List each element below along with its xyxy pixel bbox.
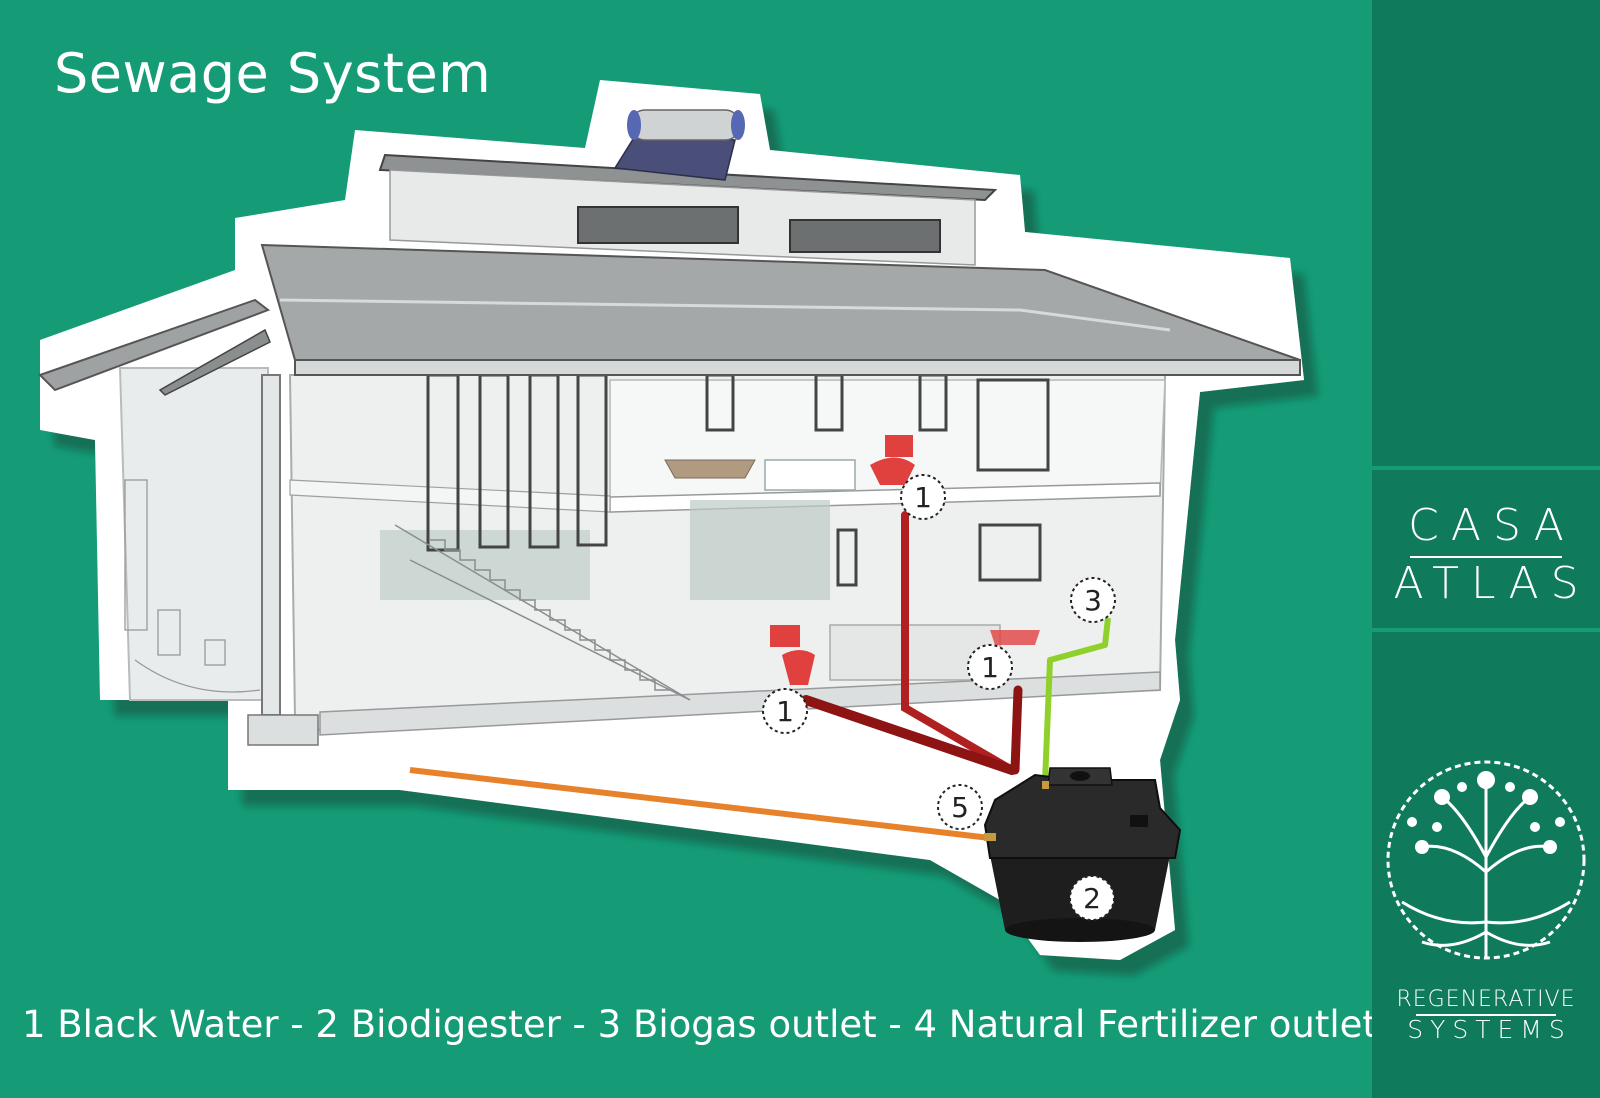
marker-five: 5 <box>937 784 983 830</box>
house-body <box>118 367 1167 746</box>
marker-biodigester: 2 <box>1069 875 1115 921</box>
brand-name-line2: ATLAS <box>1393 558 1591 609</box>
page-title: Sewage System <box>54 42 492 105</box>
svg-text:1: 1 <box>914 481 932 514</box>
brand-tagline-line2: SYSTEMS <box>1407 1015 1572 1044</box>
marker-black-water-lower: 1 <box>762 688 808 734</box>
brand-sidebar: CASA ATLAS <box>1372 0 1600 1098</box>
brand-rule <box>1410 556 1562 558</box>
svg-text:3: 3 <box>1084 584 1102 617</box>
solar-water-heater-icon <box>613 109 745 181</box>
biogas-pipe <box>1042 617 1111 783</box>
svg-text:1: 1 <box>776 695 794 728</box>
brand-name-line1: CASA <box>1408 500 1576 551</box>
kitchen-sink <box>990 630 1040 645</box>
legend-caption: 1 Black Water - 2 Biodigester - 3 Biogas… <box>22 1003 1377 1046</box>
marker-black-water-middle: 1 <box>967 644 1013 690</box>
sidebar-divider-top <box>1372 466 1600 470</box>
lower-wing-roof <box>38 298 271 392</box>
svg-text:5: 5 <box>951 791 969 824</box>
brand-tagline-line1: REGENERATIVE <box>1396 987 1576 1012</box>
sidebar-divider-bottom <box>1372 628 1600 632</box>
main-roof <box>260 243 1301 376</box>
tagline-rule <box>1416 1014 1556 1016</box>
house-cutaway-illustration: 1 3 1 1 5 2 <box>38 80 1304 960</box>
fertilizer-pipe <box>409 767 991 841</box>
black-water-pipes <box>801 511 1023 775</box>
marker-biogas-outlet: 3 <box>1070 577 1116 623</box>
toilet-icon <box>870 435 915 485</box>
svg-text:1: 1 <box>981 651 999 684</box>
toilet-icon <box>770 625 815 685</box>
svg-text:2: 2 <box>1083 882 1101 915</box>
tree-of-life-logo-icon <box>1386 760 1586 960</box>
marker-black-water-upper: 1 <box>900 474 946 520</box>
clerestory <box>378 153 998 266</box>
